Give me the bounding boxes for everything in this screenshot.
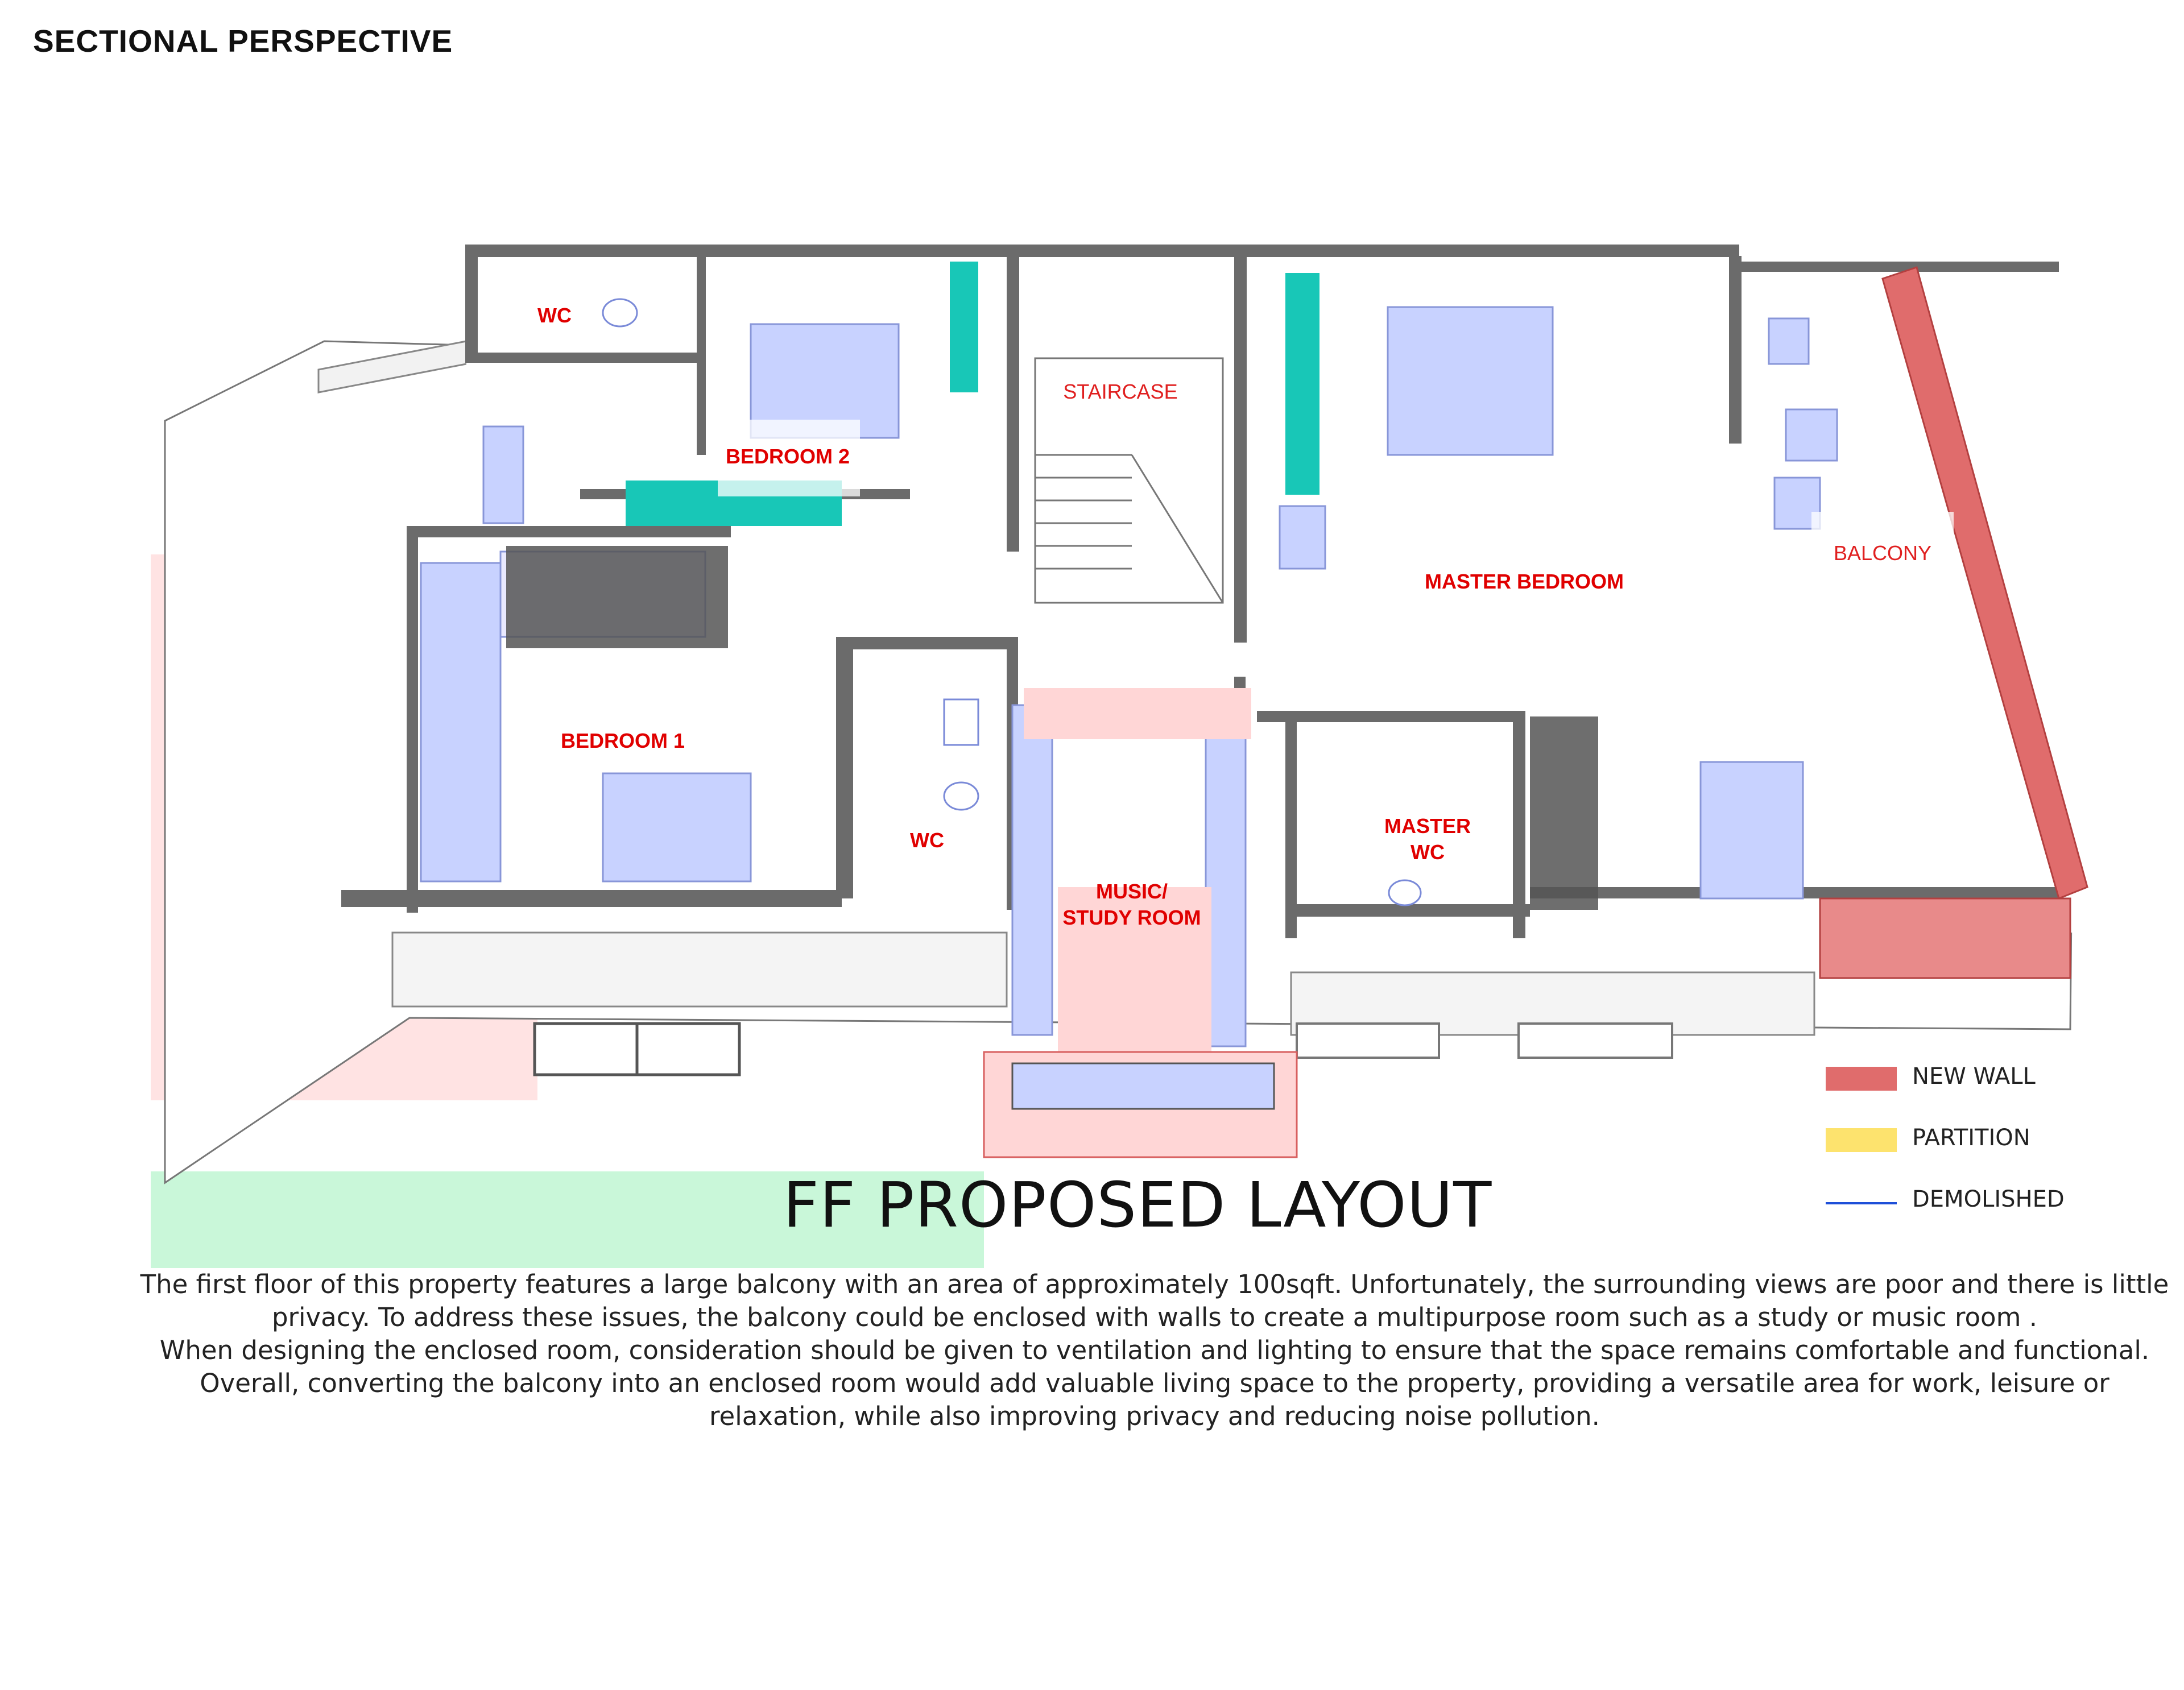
facade-window-2 <box>635 1022 741 1076</box>
lower-facade <box>391 931 1008 1008</box>
bed-master <box>1387 306 1554 456</box>
desk-master <box>1699 761 1804 900</box>
legend-line-demolished <box>1826 1202 1897 1204</box>
staircase <box>1034 357 1224 604</box>
room-label-master-wc: MASTER WC <box>1384 814 1471 864</box>
legend-swatch-partition <box>1826 1128 1897 1152</box>
bedroom2-label-box <box>718 420 860 496</box>
balcony-label-box <box>1811 512 1954 597</box>
bench-music-right <box>1205 732 1247 1047</box>
table-balcony <box>1785 408 1838 462</box>
room-label-music-study: MUSIC/ STUDY ROOM <box>1062 880 1201 929</box>
wardrobe-bedroom1 <box>420 562 502 883</box>
bench-music-left <box>1011 704 1053 1036</box>
room-label-wc-mid: WC <box>910 829 944 852</box>
facade-window-4 <box>1517 1022 1673 1059</box>
room-label-bedroom2: BEDROOM 2 <box>725 445 850 468</box>
chair-1 <box>1768 317 1810 365</box>
bed-bedroom1 <box>602 772 752 883</box>
facade-window-3 <box>1296 1022 1440 1059</box>
legend-swatch-new-wall <box>1826 1067 1897 1091</box>
page-heading: SECTIONAL PERSPECTIVE <box>33 23 453 59</box>
shelf-bedroom2 <box>482 425 524 524</box>
facade-window-1 <box>533 1022 639 1076</box>
dark-cabinets <box>506 546 728 648</box>
description-paragraph-2: When designing the enclosed room, consid… <box>159 1335 2150 1431</box>
legend-label-partition: PARTITION <box>1912 1125 2030 1151</box>
room-label-staircase: STAIRCASE <box>1063 380 1178 403</box>
bathroom-fixtures <box>602 298 1422 906</box>
site-green-area <box>151 1171 984 1268</box>
room-label-bedroom1: BEDROOM 1 <box>560 729 685 752</box>
new-walls <box>983 266 2088 1158</box>
legend-label-new-wall: NEW WALL <box>1912 1063 2036 1090</box>
room-label-master-bedroom: MASTER BEDROOM <box>1425 570 1624 593</box>
cabinet-master <box>1279 505 1326 570</box>
drawing-title: FF PROPOSED LAYOUT <box>783 1169 1492 1241</box>
room-label-balcony: BALCONY <box>1833 541 1932 565</box>
legend-label-demolished: DEMOLISHED <box>1912 1186 2065 1212</box>
room-label-wc-top: WC <box>537 304 572 327</box>
bed-bedroom2 <box>750 323 900 439</box>
dark-steps <box>1530 716 1598 910</box>
description: The first floor of this property feature… <box>136 1268 2173 1433</box>
description-paragraph-1: The first floor of this property feature… <box>140 1269 2169 1332</box>
